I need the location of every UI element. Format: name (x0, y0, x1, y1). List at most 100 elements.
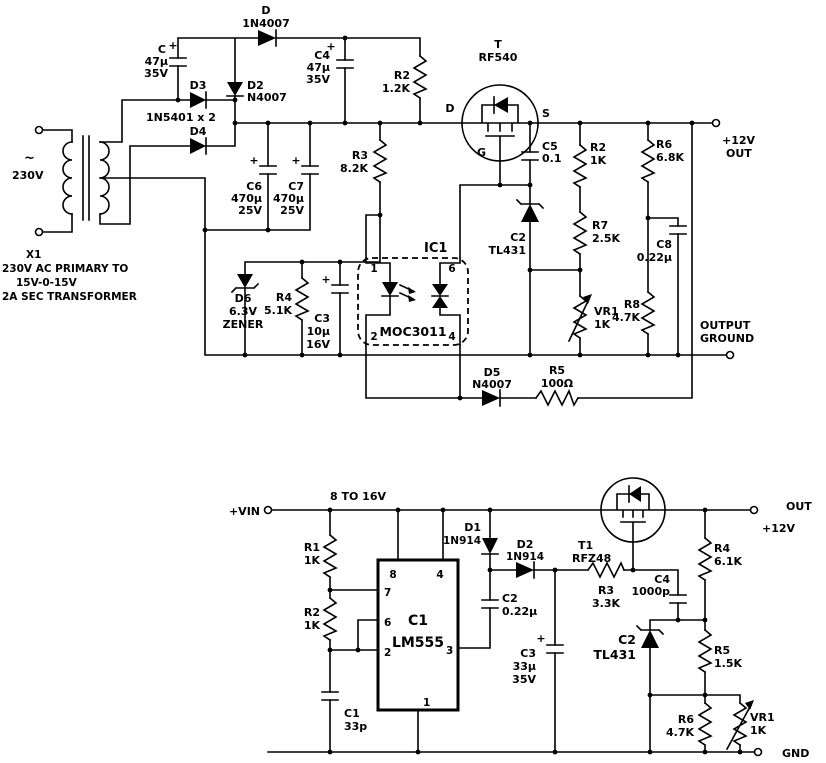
label-x1-l3: 2A SEC TRANSFORMER (2, 291, 137, 303)
ic1-triac-lower (432, 296, 448, 308)
label-t-part: RF540 (479, 51, 518, 64)
label-d1-bottom-ref: D1 (464, 521, 481, 534)
label-r4-top-val: 5.1K (264, 304, 292, 317)
label-c4-val: 47µ (307, 61, 330, 74)
label-r6-bottom-ref: R6 (678, 713, 694, 726)
core-lines (82, 135, 90, 221)
diode-d2-bottom (516, 562, 534, 578)
output-ground-terminal (725, 350, 735, 360)
label-u1-pin4: 4 (436, 569, 443, 581)
label-x1-l2: 15V-0-15V (16, 277, 78, 289)
terminals (34, 118, 763, 757)
ic1-light-arrow-head-1 (408, 287, 416, 294)
label-c4-bottom-val: 1000p (632, 585, 671, 598)
label-c3-bottom-val: 33µ (513, 660, 536, 673)
label-ic1-pin1: 1 (370, 263, 377, 275)
diode-d1-bottom (482, 538, 498, 554)
resistor-r4-bottom (697, 536, 713, 582)
label-c3-bottom-volt: 35V (512, 673, 536, 686)
label-c4-ref: C4 (314, 49, 330, 62)
mosfet-t1-channel (600, 493, 666, 543)
label-c3-top-plus: + (321, 273, 330, 286)
diode-d-top (258, 30, 276, 46)
label-d2-bottom-ref: D2 (517, 538, 534, 551)
resistor-r2b (572, 143, 588, 189)
tl431-top-bar (515, 198, 545, 210)
diode-d3 (190, 92, 206, 108)
wires-bottom-circuit (267, 509, 755, 753)
label-r4-top-ref: R4 (276, 291, 292, 304)
label-c3-top-val: 10µ (307, 325, 330, 338)
diode-d2 (227, 82, 243, 96)
diode-d5 (482, 390, 500, 406)
label-c6-val: 470µ (231, 192, 262, 205)
label-ic1-pin2: 2 (370, 331, 377, 343)
label-r3-top-val: 8.2K (340, 162, 368, 175)
diode-d4 (190, 138, 206, 154)
label-ac-tilde: ~ (24, 151, 35, 166)
label-ic1-part: MOC3011 (379, 324, 446, 339)
label-c3-bottom-ref: C3 (520, 647, 536, 660)
label-gnd: GND (782, 747, 809, 760)
label-r3-bottom-ref: R3 (598, 584, 614, 597)
label-c3-bottom-plus: + (536, 632, 545, 645)
optocoupler-ic1 (357, 257, 469, 346)
labels: D 1N4007 C + 47µ 35V D3 D2 N4007 1N5401 … (2, 4, 812, 760)
label-u1-pin8: 8 (389, 569, 396, 581)
label-out-12v-l1: +12V (722, 134, 756, 147)
label-u1-pin1: 1 (423, 697, 430, 709)
label-c2-pump-ref: C2 (502, 592, 518, 605)
out-terminal-bottom (749, 505, 759, 515)
tl431-bottom (641, 630, 659, 648)
label-d-top-ref: D (261, 4, 270, 17)
label-tl431-bottom-ref: C2 (618, 632, 636, 647)
label-c5-val: 0.1 (542, 152, 562, 165)
label-c7-volt: 25V (280, 204, 304, 217)
label-c7-ref: C7 (288, 180, 304, 193)
resistor-r6-top (640, 138, 656, 184)
secondary-coil (99, 141, 110, 215)
label-r6-bottom-val: 4.7K (666, 726, 694, 739)
label-r2-bottom-val: 1K (304, 619, 321, 632)
label-c-in-volt: 35V (144, 67, 168, 80)
label-c1-bottom-ref: C1 (344, 707, 360, 720)
label-r3-bottom-val: 3.3K (592, 597, 620, 610)
label-c7-plus: + (291, 154, 300, 167)
lm555-box (376, 558, 460, 712)
label-u1-ref: C1 (408, 613, 428, 629)
output-12v-terminal (711, 118, 721, 128)
label-out-l2: +12V (762, 522, 796, 535)
mosfet-t1-body-diode (629, 486, 641, 502)
label-vr1-bottom-val: 1K (750, 724, 767, 737)
resistor-r3-top (372, 138, 388, 184)
label-ic1-pin6: 6 (448, 263, 455, 275)
gnd-terminal (753, 747, 763, 757)
label-out-12v-l2: OUT (726, 147, 752, 160)
label-c8-ref: C8 (656, 238, 672, 251)
label-t-ref: T (494, 38, 502, 51)
label-t-gate: G (477, 146, 486, 159)
label-t-source: S (542, 107, 550, 120)
mosfet-t-body-diode (494, 97, 508, 113)
label-out-gnd-l1: OUTPUT (700, 319, 751, 332)
zener-d6-bar (230, 282, 260, 294)
ic1-led (382, 282, 398, 296)
resistor-r4-top (294, 276, 310, 322)
label-x1-ref: X1 (26, 249, 41, 261)
label-tl431-bottom-part: TL431 (593, 647, 636, 662)
label-r1-bottom-ref: R1 (304, 541, 320, 554)
diode-bars (205, 29, 535, 579)
label-u1-part: LM555 (392, 635, 444, 651)
resistor-r8 (640, 290, 656, 336)
label-c-in-val: 47µ (145, 55, 168, 68)
label-out-gnd-l2: GROUND (700, 332, 754, 345)
label-vin: +VIN (229, 505, 260, 518)
label-r2b-ref: R2 (590, 141, 606, 154)
tl431-top (521, 204, 539, 222)
label-r4-bottom-val: 6.1K (714, 555, 742, 568)
label-c6-plus: + (249, 154, 258, 167)
label-ac-volt: 230V (12, 169, 44, 182)
label-u1-pin6: 6 (384, 617, 391, 629)
resistor-r5-bottom (697, 628, 713, 674)
